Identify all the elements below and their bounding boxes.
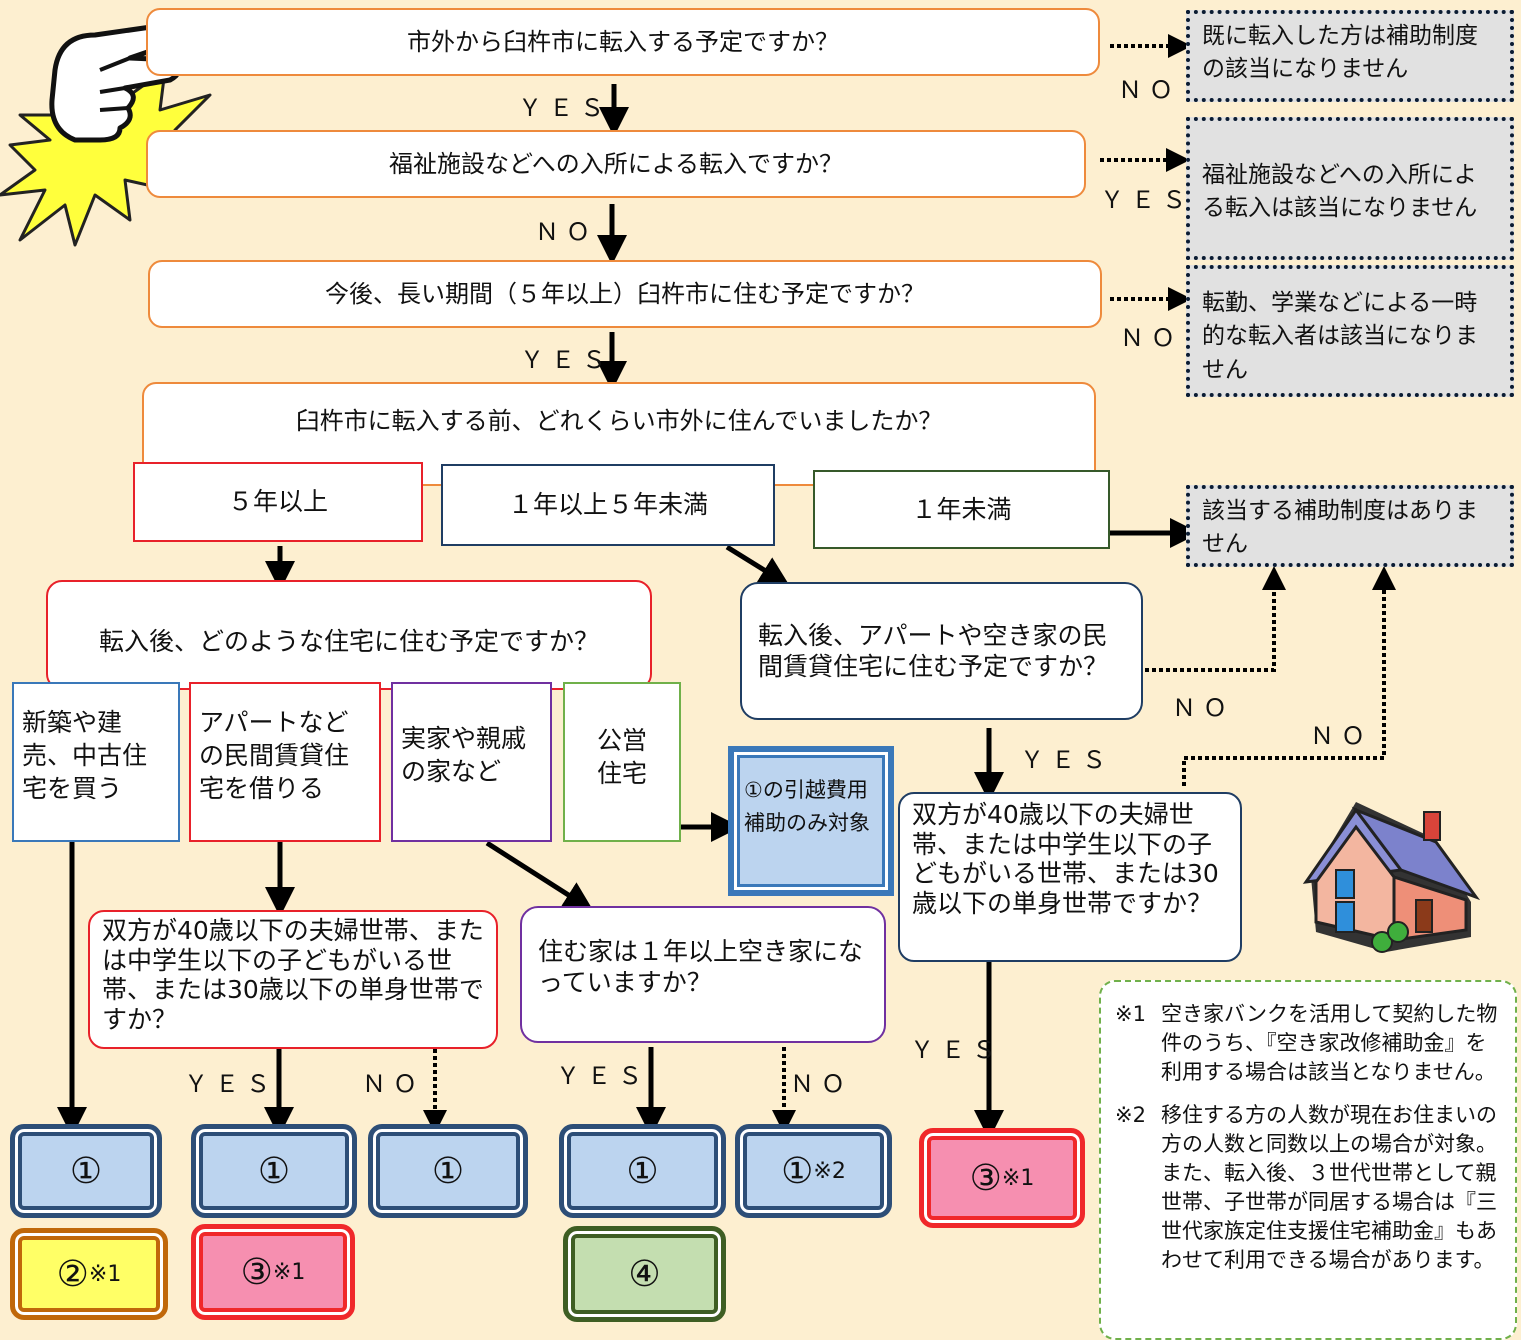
result-1-rent-yes: ①: [191, 1124, 357, 1218]
question-household-right: 双方が40歳以下の夫婦世帯、または中学生以下の子どもがいる世帯、または30歳以下…: [898, 792, 1242, 962]
question-rental-housing: 転入後、アパートや空き家の民間賃貸住宅に住む予定ですか？: [740, 582, 1143, 720]
question-household-left: 双方が40歳以下の夫婦世帯、または中学生以下の子どもがいる世帯、または30歳以下…: [88, 910, 498, 1049]
label-no-household-left: ＮＯ: [362, 1070, 424, 1098]
label-yes-1: ＹＥＳ: [518, 94, 611, 122]
question-long-term-stay: 今後、長い期間（５年以上）臼杵市に住む予定ですか？: [148, 260, 1102, 328]
housing-option-family-home: 実家や親戚の家など: [391, 682, 552, 842]
label-yes-rental: ＹＥＳ: [1020, 746, 1113, 774]
label-no-1: ＮＯ: [1118, 76, 1180, 104]
note-welfare-excluded: 福祉施設などへの入所による転入は該当になりません: [1186, 117, 1514, 260]
label-no-household-right: ＮＯ: [1310, 722, 1372, 750]
question-move-in: 市外から臼杵市に転入する予定ですか？: [146, 8, 1100, 76]
question-vacant-house: 住む家は１年以上空き家になっていますか？: [520, 906, 886, 1043]
result-1-vacant-yes: ①: [559, 1124, 726, 1218]
question-welfare-facility: 福祉施設などへの入所による転入ですか？: [146, 130, 1086, 198]
housing-option-buy: 新築や建売、中古住宅を買う: [12, 682, 180, 842]
label-no-2: ＮＯ: [535, 218, 597, 246]
label-yes-household-left: ＹＥＳ: [184, 1070, 277, 1098]
result-1-vacant-no: ①※2: [735, 1124, 892, 1218]
result-2-buy: ②※1: [10, 1228, 168, 1320]
duration-1-to-5-years: １年以上５年未満: [441, 464, 775, 546]
footnote-2: ※2 移住する方の人数が現在お住まいの方の人数と同数以上の場合が対象。また、転入…: [1115, 1102, 1497, 1272]
note-temporary-excluded: 転勤、学業などによる一時的な転入者は該当になりません: [1186, 265, 1514, 397]
result-1-rent-no: ①: [368, 1124, 528, 1218]
label-yes-household-right: ＹＥＳ: [910, 1036, 1003, 1064]
label-no-vacant: ＮＯ: [790, 1070, 852, 1098]
label-yes-vacant: ＹＥＳ: [556, 1062, 649, 1090]
result-3-rent-yes: ③※1: [191, 1224, 355, 1320]
duration-under-1-year: １年未満: [813, 470, 1110, 549]
footnote-1: ※1 空き家バンクを活用して契約した物件のうち、『空き家改修補助金』を利用する場…: [1115, 1002, 1498, 1084]
label-yes-3: ＹＥＳ: [520, 346, 613, 374]
result-4-vacant-yes: ④: [563, 1226, 726, 1322]
duration-5-years-plus: ５年以上: [133, 462, 423, 542]
housing-option-public: 公営住宅: [563, 682, 681, 842]
housing-option-rent: アパートなどの民間賃貸住宅を借りる: [189, 682, 381, 842]
note-no-subsidy: 該当する補助制度はありません: [1186, 485, 1514, 567]
label-no-3: ＮＯ: [1120, 324, 1182, 352]
question-housing-type: 転入後、どのような住宅に住む予定ですか？: [46, 580, 652, 690]
result-1-buy: ①: [10, 1124, 162, 1218]
label-yes-2: ＹＥＳ: [1100, 186, 1193, 214]
house-icon: [1302, 802, 1481, 953]
footnote-box: ※1 空き家バンクを活用して契約した物件のうち、『空き家改修補助金』を利用する場…: [1099, 980, 1517, 1340]
note-already-moved: 既に転入した方は補助制度の該当になりません: [1186, 10, 1514, 102]
pointing-hand-icon: [0, 22, 212, 247]
moving-cost-only-box: ①の引越費用補助のみ対象: [728, 746, 894, 896]
label-no-rental: ＮＯ: [1172, 694, 1234, 722]
result-3-rental-yes: ③※1: [919, 1128, 1085, 1228]
